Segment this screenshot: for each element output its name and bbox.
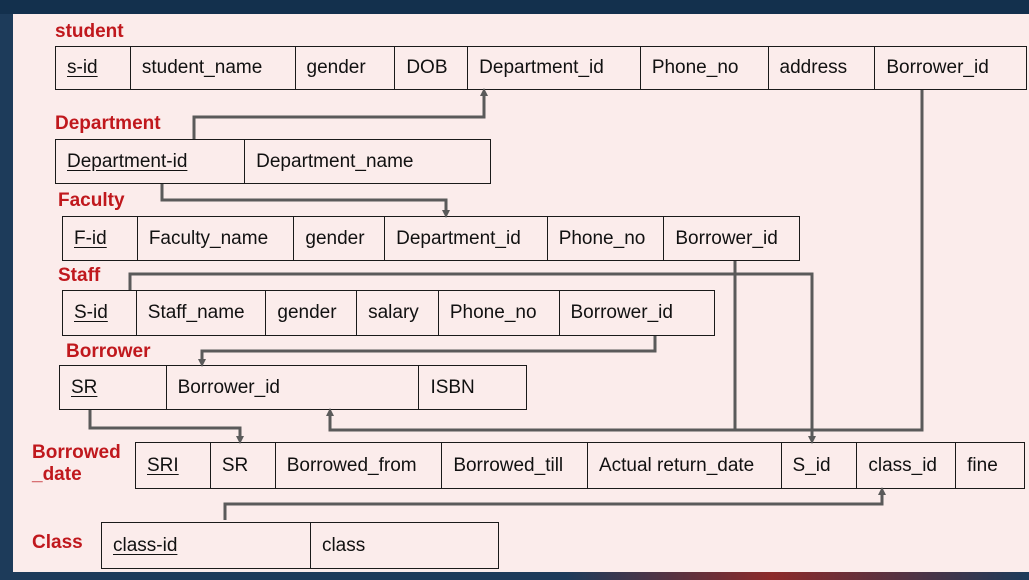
- borrower-isbn-cell: ISBN: [430, 376, 475, 398]
- staff-table-label: Staff: [58, 265, 101, 286]
- borrower-to-borrowed-date-link: [88, 410, 244, 444]
- staff-s-id-cell: S-id: [63, 291, 137, 335]
- staff-name-cell: Staff_name: [137, 291, 267, 335]
- staff-to-borrower-link: [198, 336, 657, 367]
- class-class-cell: class: [321, 534, 366, 556]
- faculty-gender-cell: gender: [294, 217, 386, 260]
- student-phone-no-cell: Phone_no: [641, 47, 769, 89]
- staff-to-borrowed-date-link: [128, 272, 816, 444]
- student-table-label: student: [55, 21, 124, 42]
- department-id-cell: Department-id: [56, 140, 246, 183]
- borrower-table: SR Borrower_id ISBN: [59, 365, 527, 410]
- student-to-borrower-link: [326, 90, 924, 432]
- department-to-student-link: [192, 88, 488, 139]
- borrower-sr-cell: SR: [60, 366, 167, 409]
- borrowed-date-s-id-cell: S_id: [782, 443, 858, 488]
- student-s-id-cell: s-id: [56, 47, 131, 89]
- student-gender-cell: gender: [296, 47, 396, 89]
- staff-borrower-id-cell: Borrower_id: [570, 302, 673, 323]
- borrowed-date-table-label: Borrowed _date: [32, 442, 121, 485]
- staff-phone-no-cell: Phone_no: [439, 291, 560, 335]
- staff-table: S-id Staff_name gender salary Phone_no B…: [62, 290, 715, 336]
- borrowed-date-class-id-cell: class_id: [857, 443, 957, 488]
- student-borrower-id-cell: Borrower_id: [886, 57, 989, 78]
- borrowed-date-fine-cell: fine: [967, 454, 998, 476]
- borrowed-date-table: SRI SR Borrowed_from Borrowed_till Actua…: [135, 442, 1025, 489]
- faculty-table-label: Faculty: [58, 190, 125, 211]
- student-address-cell: address: [769, 47, 876, 89]
- borrower-table-label: Borrower: [66, 341, 151, 362]
- class-table: class-id class: [101, 522, 499, 569]
- faculty-table: F-id Faculty_name gender Department_id P…: [62, 216, 800, 261]
- student-dob-cell: DOB: [395, 47, 469, 89]
- class-table-label: Class: [32, 532, 83, 553]
- borrowed-from-cell: Borrowed_from: [276, 443, 443, 488]
- staff-salary-cell: salary: [357, 291, 439, 335]
- student-name-cell: student_name: [131, 47, 296, 89]
- window-top-bar: [0, 0, 1029, 14]
- student-department-id-cell: Department_id: [468, 47, 641, 89]
- faculty-borrower-id-cell: Borrower_id: [675, 227, 778, 249]
- actual-return-date-cell: Actual return_date: [588, 443, 782, 488]
- department-to-faculty-link: [160, 184, 450, 218]
- borrowed-date-sr-cell: SR: [211, 443, 276, 488]
- staff-gender-cell: gender: [266, 291, 358, 335]
- department-name-cell: Department_name: [256, 150, 414, 172]
- window-bottom-bar: [0, 572, 1029, 580]
- student-table: s-id student_name gender DOB Department_…: [55, 46, 1027, 90]
- faculty-phone-no-cell: Phone_no: [548, 217, 665, 260]
- department-table-label: Department: [55, 113, 161, 134]
- faculty-name-cell: Faculty_name: [138, 217, 295, 260]
- borrower-borrower-id-cell: Borrower_id: [167, 366, 420, 409]
- department-table: Department-id Department_name: [55, 139, 491, 184]
- class-class-id-cell: class-id: [102, 523, 311, 568]
- borrowed-till-cell: Borrowed_till: [442, 443, 588, 488]
- faculty-f-id-cell: F-id: [63, 217, 138, 260]
- class-to-borrowed-date-link: [223, 487, 886, 520]
- faculty-department-id-cell: Department_id: [385, 217, 548, 260]
- borrowed-date-sri-cell: SRI: [136, 443, 211, 488]
